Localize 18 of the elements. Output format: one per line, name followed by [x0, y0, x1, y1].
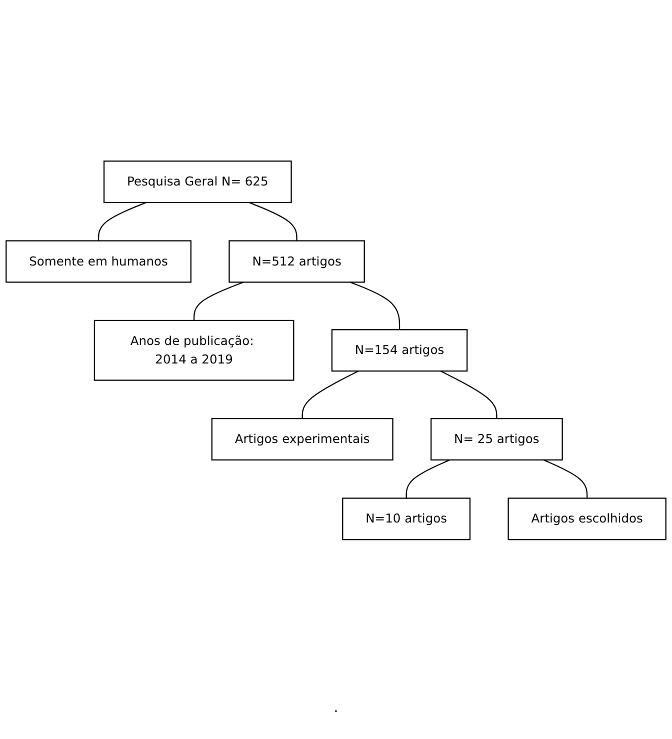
connector: [350, 281, 400, 330]
node-box: Pesquisa Geral N= 625: [103, 160, 292, 203]
connector: [543, 459, 588, 498]
node-box: Artigos experimentais: [211, 418, 394, 460]
node-box: N=10 artigos: [342, 497, 471, 540]
node-box: N=512 artigos: [228, 240, 365, 282]
connector: [248, 202, 298, 240]
note-text: .: [334, 700, 338, 716]
node-box: Somente em humanos: [6, 240, 192, 282]
connector: [98, 202, 146, 240]
node-box: N=154 artigos: [331, 328, 468, 372]
node-box: Anos de publicação: 2014 a 2019: [94, 320, 294, 380]
connector: [302, 370, 359, 418]
connector: [193, 281, 244, 320]
node-box: N= 25 artigos: [430, 418, 563, 460]
node-box: Artigos escolhidos: [508, 497, 666, 540]
connector: [406, 459, 450, 498]
connector: [440, 370, 498, 418]
